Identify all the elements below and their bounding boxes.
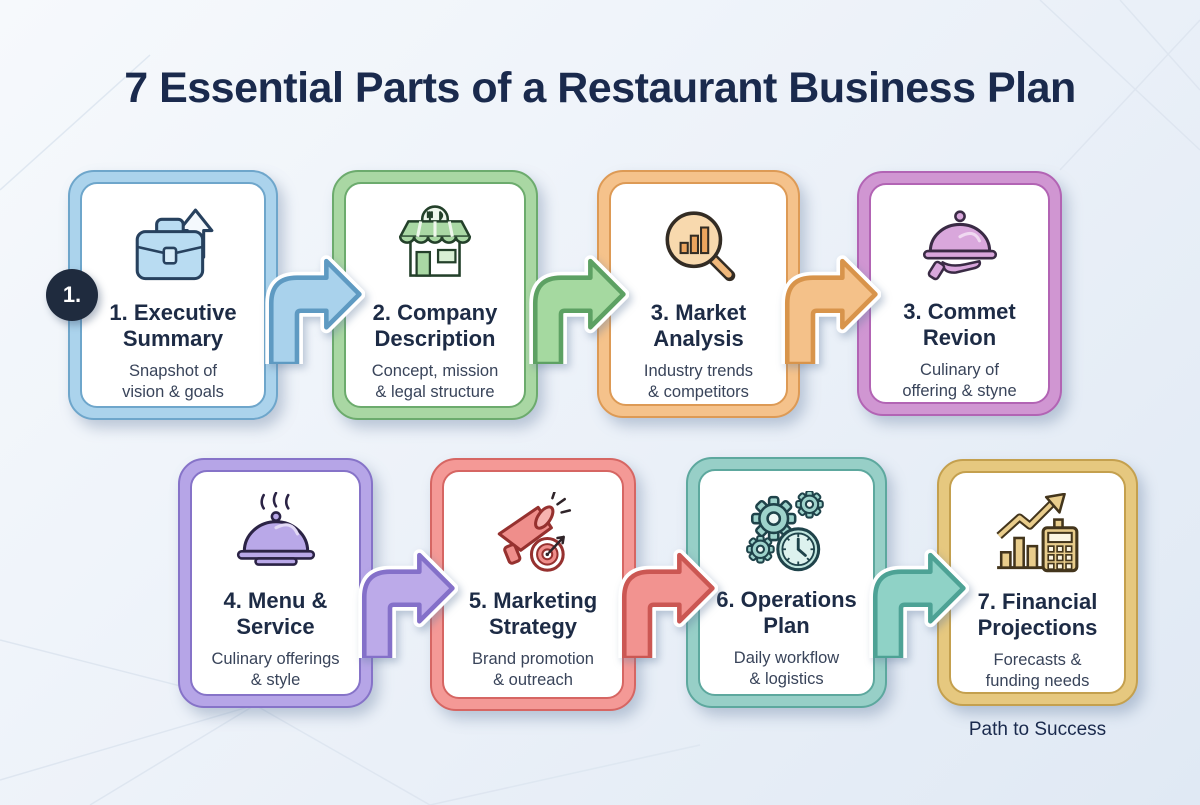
card-title: 1. Executive Summary xyxy=(109,300,237,351)
card-subtitle: Concept, mission & legal structure xyxy=(371,361,499,402)
cloche-hand-icon xyxy=(922,210,997,281)
card-title: 3. Commet Revion xyxy=(903,298,1016,350)
card-subtitle: Industry trends & competitors xyxy=(643,361,754,402)
flow-arrow-3 xyxy=(781,255,881,364)
page-title: 7 Essential Parts of a Restaurant Busine… xyxy=(124,64,1076,112)
card-subtitle: Forecasts & funding needs xyxy=(985,650,1090,690)
step-badge: 1. xyxy=(46,269,98,321)
flow-arrow-4 xyxy=(358,549,458,658)
card-market-analysis: 3. Market Analysis Industry trends & com… xyxy=(597,170,800,418)
card-executive-summary: 1. Executive Summary Snapshot of vision … xyxy=(68,170,278,420)
card-menu-service: 4. Menu & Service Culinary offerings & s… xyxy=(178,458,373,708)
card-commet-revion: 3. Commet Revion Culinary of offering & … xyxy=(857,171,1062,416)
cloche-steam-icon xyxy=(236,492,315,566)
finance-chart-calculator-icon xyxy=(995,492,1078,573)
card-title: 5. Marketing Strategy xyxy=(468,588,598,639)
market-analysis-icon xyxy=(665,211,735,282)
megaphone-target-icon xyxy=(497,492,572,572)
card-title: 4. Menu & Service xyxy=(223,588,328,639)
card-title: 6. Operations Plan xyxy=(716,587,857,638)
card-subtitle: Brand promotion & outreach xyxy=(472,649,594,690)
card-subtitle: Culinary offerings & style xyxy=(211,649,340,690)
flow-arrow-1 xyxy=(265,255,365,364)
footer-note: Path to Success xyxy=(968,719,1107,740)
card-subtitle: Snapshot of vision & goals xyxy=(122,361,224,402)
flow-arrow-2 xyxy=(529,255,629,364)
card-title: 7. Financial Projections xyxy=(977,588,1098,640)
card-subtitle: Culinary of offering & styne xyxy=(902,360,1017,400)
briefcase-growth-icon xyxy=(135,208,214,281)
card-title: 2. Company Description xyxy=(372,300,498,351)
flow-arrow-6 xyxy=(869,549,969,658)
card-marketing-strategy: 5. Marketing Strategy Brand promotion & … xyxy=(430,458,636,711)
card-title: 3. Market Analysis xyxy=(650,300,747,351)
card-subtitle: Daily workflow & logistics xyxy=(733,648,840,689)
storefront-icon xyxy=(398,205,472,277)
flow-arrow-5 xyxy=(618,549,718,658)
gears-clock-icon xyxy=(745,491,824,572)
